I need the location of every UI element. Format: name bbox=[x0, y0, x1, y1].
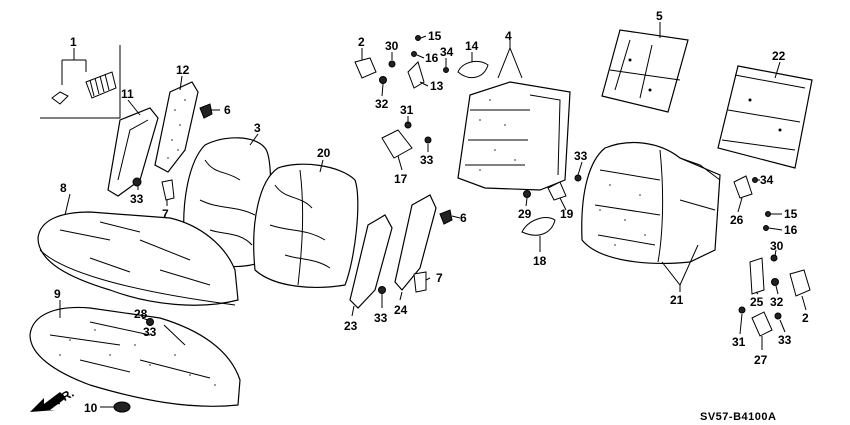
part-26-bracket bbox=[733, 175, 753, 199]
callout-7: 7 bbox=[162, 207, 169, 221]
part-1-inset bbox=[40, 45, 121, 119]
part-22-back-board bbox=[717, 65, 813, 169]
part-23-side-trim bbox=[349, 214, 393, 309]
callout-25: 25 bbox=[750, 295, 764, 309]
bolt-33-left bbox=[132, 177, 142, 187]
callout-13: 13 bbox=[430, 79, 444, 93]
callout-9: 9 bbox=[54, 287, 61, 301]
callout-33-d: 33 bbox=[574, 149, 588, 163]
callout-21: 21 bbox=[670, 293, 684, 307]
callout-10: 10 bbox=[84, 401, 98, 415]
callout-27: 27 bbox=[754, 353, 768, 367]
callout-8: 8 bbox=[60, 181, 67, 195]
part-27-latch bbox=[751, 311, 773, 337]
callout-19: 19 bbox=[560, 207, 574, 221]
callout-32: 32 bbox=[375, 97, 389, 111]
bolt-15-right bbox=[765, 211, 771, 217]
part-7-hook bbox=[161, 179, 175, 201]
callout-26: 26 bbox=[730, 213, 744, 227]
bolt-30-center bbox=[388, 60, 396, 68]
callout-2-b: 2 bbox=[802, 311, 809, 325]
callout-15-b: 15 bbox=[784, 207, 798, 221]
callout-7-b: 7 bbox=[436, 271, 443, 285]
callout-14: 14 bbox=[465, 39, 479, 53]
part-9-cushion-foam bbox=[29, 306, 241, 407]
callout-33: 33 bbox=[130, 192, 144, 206]
callout-31: 31 bbox=[400, 103, 414, 117]
bolt-30-right bbox=[770, 254, 778, 262]
part-13-bracket bbox=[407, 61, 425, 89]
diagram-code: SV57-B4100A bbox=[700, 411, 776, 423]
callout-29: 29 bbox=[518, 207, 532, 221]
callout-24: 24 bbox=[394, 303, 408, 317]
callout-30-b: 30 bbox=[770, 239, 784, 253]
part-2-hinge-cover-right bbox=[789, 269, 811, 297]
part-18-cover bbox=[521, 217, 556, 236]
part-12-side-trim bbox=[154, 81, 199, 173]
bolt-16-center bbox=[411, 51, 417, 57]
callout-4: 4 bbox=[505, 29, 512, 43]
bolt-32-right bbox=[771, 278, 779, 286]
part-6-clip-right bbox=[439, 209, 453, 225]
part-6-clip bbox=[199, 103, 213, 119]
callout-15: 15 bbox=[428, 29, 442, 43]
callout-28: 28 bbox=[134, 307, 148, 321]
part-11-side-trim bbox=[107, 107, 159, 197]
bolt-29 bbox=[523, 190, 531, 198]
part-24-side-trim bbox=[394, 194, 437, 291]
callout-33-f: 33 bbox=[374, 311, 388, 325]
bolt-33-lower bbox=[378, 286, 386, 294]
callout-22: 22 bbox=[772, 49, 786, 63]
part-4-seatback-frame bbox=[457, 81, 571, 191]
part-5-back-board bbox=[601, 29, 689, 113]
callout-32-b: 32 bbox=[770, 295, 784, 309]
bolt-34-right bbox=[752, 177, 758, 183]
part-25-hinge bbox=[749, 257, 765, 295]
callout-33-b: 33 bbox=[143, 325, 157, 339]
part-21-seatback-right bbox=[581, 141, 721, 264]
callout-6: 6 bbox=[224, 103, 231, 117]
callout-16-b: 16 bbox=[784, 223, 798, 237]
callout-33-e: 33 bbox=[778, 333, 792, 347]
front-arrow: FR. bbox=[30, 386, 76, 412]
callout-2: 2 bbox=[358, 35, 365, 49]
bolt-33-right bbox=[774, 312, 782, 320]
callout-34-b: 34 bbox=[760, 173, 774, 187]
bolt-32-center bbox=[379, 76, 387, 84]
callout-33-c: 33 bbox=[420, 153, 434, 167]
callout-23: 23 bbox=[344, 319, 358, 333]
callout-3: 3 bbox=[254, 121, 261, 135]
callout-16: 16 bbox=[425, 51, 439, 65]
bolt-31-center bbox=[404, 121, 412, 129]
bolt-31-right bbox=[738, 306, 746, 314]
part-19-bracket bbox=[547, 181, 567, 201]
callout-18: 18 bbox=[533, 254, 547, 268]
callout-31-b: 31 bbox=[732, 335, 746, 349]
callout-30: 30 bbox=[385, 39, 399, 53]
part-20-seatback bbox=[253, 163, 359, 288]
callout-numbers: 1 11 12 6 3 20 8 33 7 9 28 33 10 2 30 15… bbox=[54, 9, 809, 415]
callout-1: 1 bbox=[70, 35, 77, 49]
callout-12: 12 bbox=[176, 63, 190, 77]
bolt-28 bbox=[146, 318, 154, 326]
bolt-15-center bbox=[415, 35, 421, 41]
bolt-33-center bbox=[424, 136, 432, 144]
bolt-16-right bbox=[763, 225, 769, 231]
part-17-latch bbox=[381, 129, 413, 159]
callout-6-b: 6 bbox=[460, 211, 467, 225]
part-10-grommet bbox=[113, 401, 131, 413]
callout-11: 11 bbox=[121, 87, 134, 101]
part-7-hook-right bbox=[413, 271, 427, 293]
part-2-hinge-cover bbox=[354, 57, 377, 79]
callout-5: 5 bbox=[656, 9, 663, 23]
bolt-33-right-center bbox=[574, 174, 582, 182]
callout-17: 17 bbox=[394, 172, 408, 186]
callout-34: 34 bbox=[440, 45, 454, 59]
part-14-cover bbox=[457, 61, 489, 79]
leader-lines bbox=[59, 22, 807, 408]
callout-20: 20 bbox=[317, 146, 331, 160]
bolt-34-center bbox=[443, 67, 449, 73]
